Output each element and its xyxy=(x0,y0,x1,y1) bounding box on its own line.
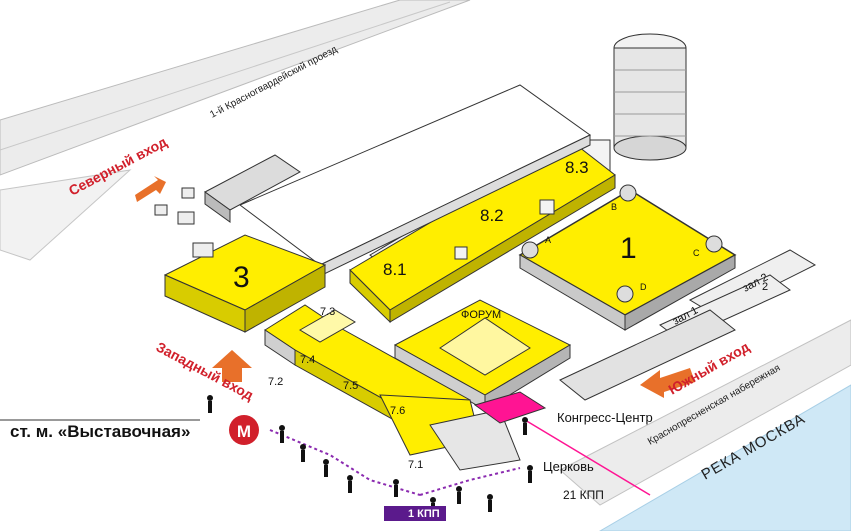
metro-logo-icon xyxy=(229,415,259,445)
hall-7-3-label: 7.3 xyxy=(320,306,335,318)
metro-label: ст. м. «Выставочная» xyxy=(10,422,190,441)
kpp-21-label: 21 КПП xyxy=(563,488,604,502)
kpp-1-badge: 1 КПП xyxy=(384,506,446,521)
hall-8-3-label: 8.3 xyxy=(565,158,589,177)
hall-8-1-label: 8.1 xyxy=(383,260,407,279)
arrow-north-icon xyxy=(135,176,166,202)
pedestrian-icons xyxy=(207,395,533,515)
hall-7-5-label: 7.5 xyxy=(343,380,358,392)
hall-7-6-label: 7.6 xyxy=(390,405,405,417)
kpp-1-label: 1 КПП xyxy=(408,508,440,520)
embankment-road xyxy=(559,319,851,506)
hall-8-2-label: 8.2 xyxy=(480,206,504,225)
hall-7-2-label: 7.2 xyxy=(268,376,283,388)
hall-7-4-label: 7.4 xyxy=(300,354,315,366)
building-north-strip xyxy=(239,84,591,277)
hall-3-label: 3 xyxy=(233,261,250,294)
hall-7-1-label: 7.1 xyxy=(408,459,423,471)
metro-station[interactable]: ст. м. «Выставочная» М xyxy=(0,415,259,445)
hall-1-label: 1 xyxy=(620,232,637,265)
metro-symbol: М xyxy=(237,422,251,441)
building-garage xyxy=(154,154,301,225)
building-hall-7[interactable] xyxy=(264,304,521,471)
arrow-west-icon xyxy=(212,350,252,382)
hall-1-corner-d: D xyxy=(640,282,647,292)
hall-1-corner-a: A xyxy=(545,235,551,245)
building-hall-1[interactable] xyxy=(518,184,737,331)
building-tower xyxy=(613,33,687,161)
forum-label: ФОРУМ xyxy=(461,309,501,321)
hall-1-corner-b: B xyxy=(611,202,617,212)
west-road xyxy=(0,169,132,261)
building-congress-centre[interactable] xyxy=(473,391,547,424)
north-road xyxy=(0,0,471,176)
pavilion-2-label: 2 xyxy=(762,281,768,293)
building-hall-8[interactable] xyxy=(349,139,616,324)
river xyxy=(599,384,851,531)
hall-1-corner-c: C xyxy=(693,248,700,258)
building-pavilion-2[interactable] xyxy=(559,249,817,401)
church-label: Церковь xyxy=(543,459,594,474)
arrow-south-icon xyxy=(640,368,695,398)
congress-centre-label: Конгресс-Центр xyxy=(557,410,653,425)
building-hall-3[interactable] xyxy=(163,234,327,333)
building-forum[interactable] xyxy=(393,299,572,411)
